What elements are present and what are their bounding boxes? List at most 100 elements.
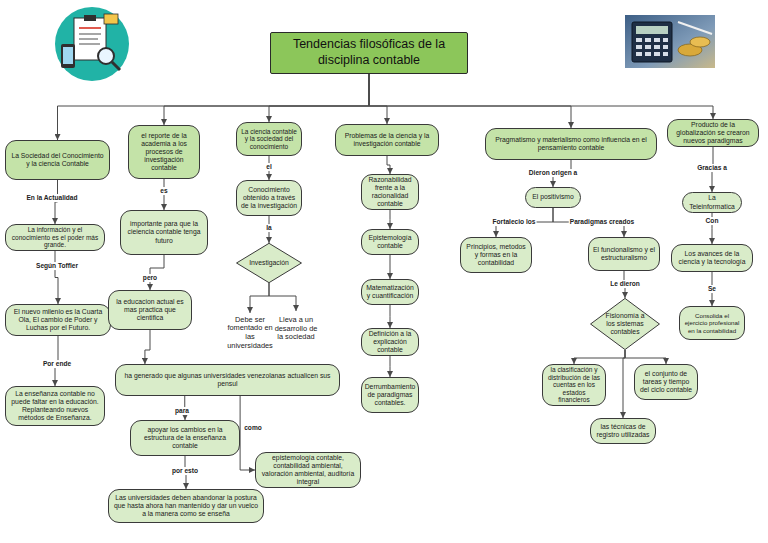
edge-label: Dieron origen a (528, 169, 578, 177)
node-text: importante para que la cieiencia contabl… (125, 220, 203, 244)
concept-box: La enseñanza contable no puede faltar en… (5, 386, 105, 426)
text-line-icon (79, 38, 98, 40)
connector-arrow (623, 350, 625, 418)
node-text: Epistemología contable (366, 234, 414, 250)
node-text: La ciencia contable y la sociedad del co… (241, 128, 297, 151)
concept-box: las técnicas de registro utilizadas (590, 418, 656, 444)
node-text: la educacion actual es mas practica que … (113, 298, 187, 322)
text-group: La Sociedad del Conocimiento y la cienci… (10, 152, 105, 168)
node-text: Las universidades deben abandonar la pos… (113, 494, 259, 518)
edge-label: Se (707, 285, 717, 293)
text-group: La información y el conocimiento es el p… (10, 226, 100, 249)
edge-label: como (243, 424, 263, 432)
calculator-keys (636, 38, 668, 56)
connector-arrow (58, 74, 370, 140)
concept-box: importante para que la cieiencia contabl… (120, 210, 208, 255)
text-group: el conjunto de tareas y tiempo del ciclo… (639, 370, 693, 394)
connector-arrow (390, 356, 391, 377)
text-node: Lleva a un desarrollo de la sociedad (268, 311, 324, 347)
node-text: Matematización y cuantificación (366, 284, 414, 300)
concept-box: Matematización y cuantificación (361, 279, 419, 305)
text-group: Los avances de la ciencia y la tecnologí… (676, 250, 748, 266)
edge-label: pero (142, 274, 158, 282)
edge-label: Con (705, 217, 720, 225)
concept-box: ha generado que algunas universidades ve… (115, 364, 340, 396)
node-text: Derrumbamiento de paradigmas contables. (365, 383, 416, 407)
connector-arrow (164, 74, 369, 125)
connector-arrow (145, 330, 150, 364)
connector-arrow (55, 180, 58, 224)
concept-box: Epistemología contable (361, 229, 419, 255)
node-text: Consolida el ejercicio profesional en la… (684, 312, 740, 334)
text-line-icon (79, 33, 101, 35)
node-text: La información y el conocimiento es el p… (10, 226, 100, 249)
concept-box: Pragmatismo y materialismo como influenc… (485, 128, 657, 160)
text-group: la educacion actual es mas practica que … (113, 298, 187, 322)
concept-box: Los avances de la ciencia y la tecnologí… (671, 244, 753, 272)
coin-icon (690, 37, 710, 47)
text-group: Investigación (249, 259, 289, 267)
connector-arrow (55, 251, 58, 304)
node-text: El nuevo milenio es la Cuarta Ola, El ca… (10, 308, 106, 332)
edge-label: es (159, 187, 168, 195)
concept-box: Derrumbamiento de paradigmas contables. (361, 377, 419, 413)
node-text: La Teleinformatica (687, 194, 737, 210)
edge-label: Por ende (42, 360, 72, 368)
diamond-shape (591, 298, 660, 349)
node-text: Razonabilidad frente a la racionalidad c… (366, 176, 414, 208)
concept-box: El nuevo milenio es la Cuarta Ola, El ca… (5, 304, 111, 336)
edge-label: para (174, 407, 190, 415)
node-text: El funcionalismo y el estructuralismo (593, 246, 655, 262)
node-text: Pragmatismo y materialismo como influenc… (490, 136, 652, 152)
text-group: Definición a la explicación contable (366, 330, 414, 354)
connector-arrow (240, 396, 255, 470)
clip-icon (84, 15, 96, 21)
node-text: Definición a la explicación contable (366, 330, 414, 354)
connector-arrow (150, 255, 164, 290)
text-group: epistemología contable, contabilidad amb… (260, 454, 356, 486)
text-group: Derrumbamiento de paradigmas contables. (365, 383, 416, 407)
connector-arrow (369, 74, 713, 119)
edge-label: Según Toffler (35, 262, 79, 270)
connector-arrow (574, 350, 625, 364)
text-group: Principios, metodos y formas en la conta… (465, 243, 527, 267)
text-line-icon (79, 27, 101, 29)
concept-box: Las universidades deben abandonar la pos… (108, 489, 264, 523)
node-text: Conocimiento obtenido a través de la inv… (241, 186, 297, 210)
edge-label: Fortalecio los (492, 218, 537, 226)
text-group: Fisionomía a los sistemas contables (605, 312, 645, 336)
text-group: Lleva a un desarrollo de la sociedad (272, 316, 320, 342)
node-text: la clasificación y distribución de las c… (547, 366, 601, 404)
concept-box: El funcionalismo y el estructuralismo (588, 237, 660, 271)
note-icon (104, 14, 118, 24)
text-group: El positivismo (532, 193, 574, 201)
concept-box: La Teleinformatica (682, 192, 742, 213)
node-text: las técnicas de registro utilizadas (595, 423, 651, 439)
magnifier-handle-icon (112, 62, 120, 70)
connector-arrow (390, 210, 391, 229)
icon-circle (55, 7, 129, 81)
text-group: las técnicas de registro utilizadas (595, 423, 651, 439)
node-text: Lleva a un desarrollo de la sociedad (272, 316, 320, 342)
text-group: Las universidades deben abandonar la pos… (113, 494, 259, 518)
decision-diamond: Fisionomía a los sistemas contables (590, 298, 660, 350)
node-text: La enseñanza contable no puede faltar en… (10, 390, 100, 422)
text-group: Epistemología contable (366, 234, 414, 250)
text-group: Conocimiento obtenido a través de la inv… (241, 186, 297, 210)
text-group: importante para que la cieiencia contabl… (125, 220, 203, 244)
text-group: apoyar los cambios en la estructura de l… (135, 426, 235, 450)
node-text: Producto de la globalización se crearon … (672, 121, 754, 145)
edge-label: la (265, 224, 273, 232)
text-group: Consolida el ejercicio profesional en la… (684, 312, 740, 334)
magnifier-icon (98, 48, 114, 64)
node-text: La Sociedad del Conocimiento y la cienci… (10, 152, 105, 168)
concept-box: el reporte de la academia a los procesos… (128, 125, 200, 179)
text-group: Matematización y cuantificación (366, 284, 414, 300)
concept-box: El positivismo (525, 187, 581, 208)
text-node: Debe ser fomentado en las universidades (224, 313, 276, 353)
text-group: el reporte de la academia a los procesos… (133, 132, 195, 172)
concept-box: apoyar los cambios en la estructura de l… (130, 420, 240, 456)
concept-box: la clasificación y distribución de las c… (542, 364, 606, 406)
